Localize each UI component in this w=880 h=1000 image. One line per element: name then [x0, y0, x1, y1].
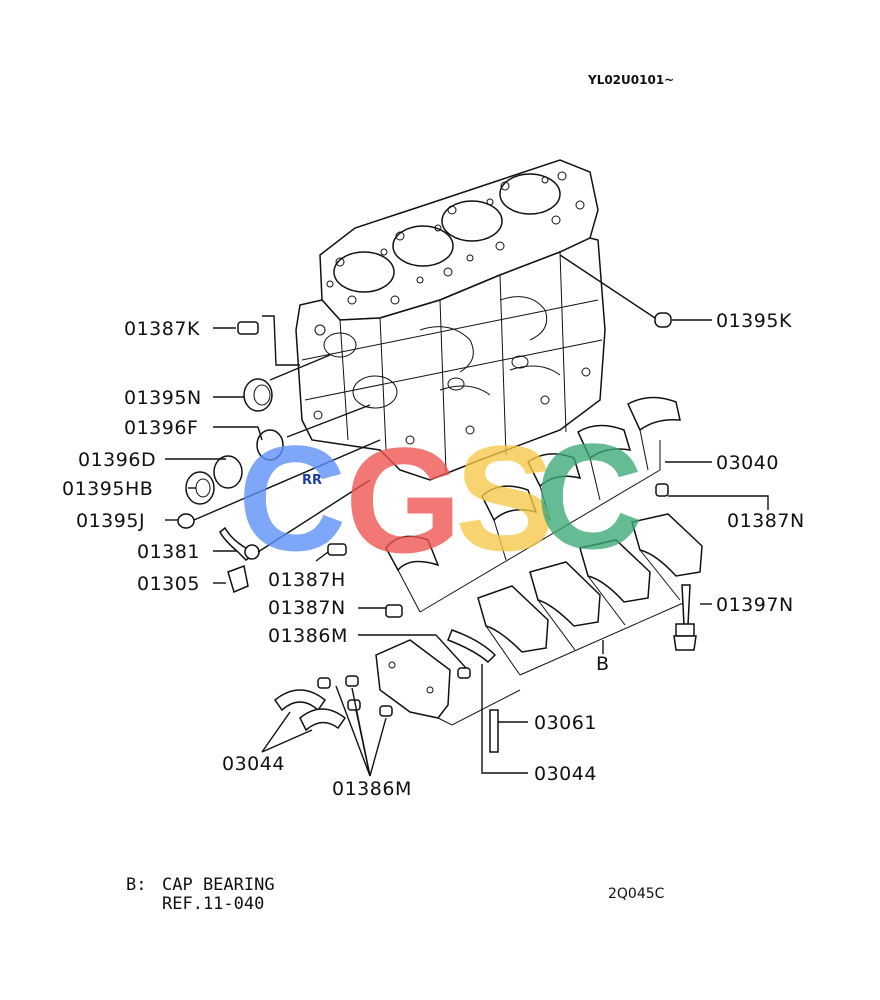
footer-note: B: CAP BEARING REF.11-040 2Q045C	[126, 875, 665, 914]
watermark-letter-3: S	[455, 414, 555, 582]
note-line-1: CAP BEARING	[162, 875, 275, 895]
note-line-2: REF.11-040	[162, 894, 264, 914]
label-01387K: 01387K	[124, 318, 200, 340]
rr-label: RR	[302, 473, 322, 488]
label-01305: 01305	[137, 573, 200, 595]
reference-code: YL02U0101~	[587, 73, 674, 87]
note-key: B:	[126, 875, 146, 895]
cylinder-block	[295, 159, 606, 481]
label-01395K: 01395K	[716, 310, 792, 332]
label-01395N: 01395N	[124, 387, 202, 409]
label-03044-left: 03044	[222, 753, 285, 775]
label-03061: 03061	[534, 712, 597, 734]
label-03040: 03040	[716, 452, 779, 474]
label-01387H: 01387H	[268, 569, 346, 591]
watermark-letter-4: C	[535, 412, 643, 580]
upper-bearings	[385, 396, 681, 613]
label-01387N-right: 01387N	[727, 510, 805, 532]
part-labels: YL02U0101~ 01387K 01395K 01395N 01396F 0…	[62, 73, 805, 800]
label-01396D: 01396D	[78, 449, 156, 471]
bearing-caps	[375, 513, 703, 726]
label-01387N-left: 01387N	[268, 597, 346, 619]
callout-b: B	[596, 653, 610, 675]
label-01395HB: 01395HB	[62, 478, 153, 500]
label-03044-right: 03044	[534, 763, 597, 785]
watermark: C G S C	[238, 412, 643, 584]
label-01396F: 01396F	[124, 417, 198, 439]
watermark-letter-2: G	[345, 416, 462, 584]
label-01397N: 01397N	[716, 594, 794, 616]
figure-id: 2Q045C	[608, 886, 665, 902]
thrust-washers	[273, 629, 499, 753]
watermark-letter-1: C	[238, 414, 346, 582]
small-parts	[177, 312, 697, 717]
label-01381: 01381	[137, 541, 200, 563]
label-01386M-upper: 01386M	[268, 625, 348, 647]
leader-lines	[165, 254, 769, 777]
label-01386M-lower: 01386M	[332, 778, 412, 800]
label-01395J: 01395J	[76, 510, 145, 532]
